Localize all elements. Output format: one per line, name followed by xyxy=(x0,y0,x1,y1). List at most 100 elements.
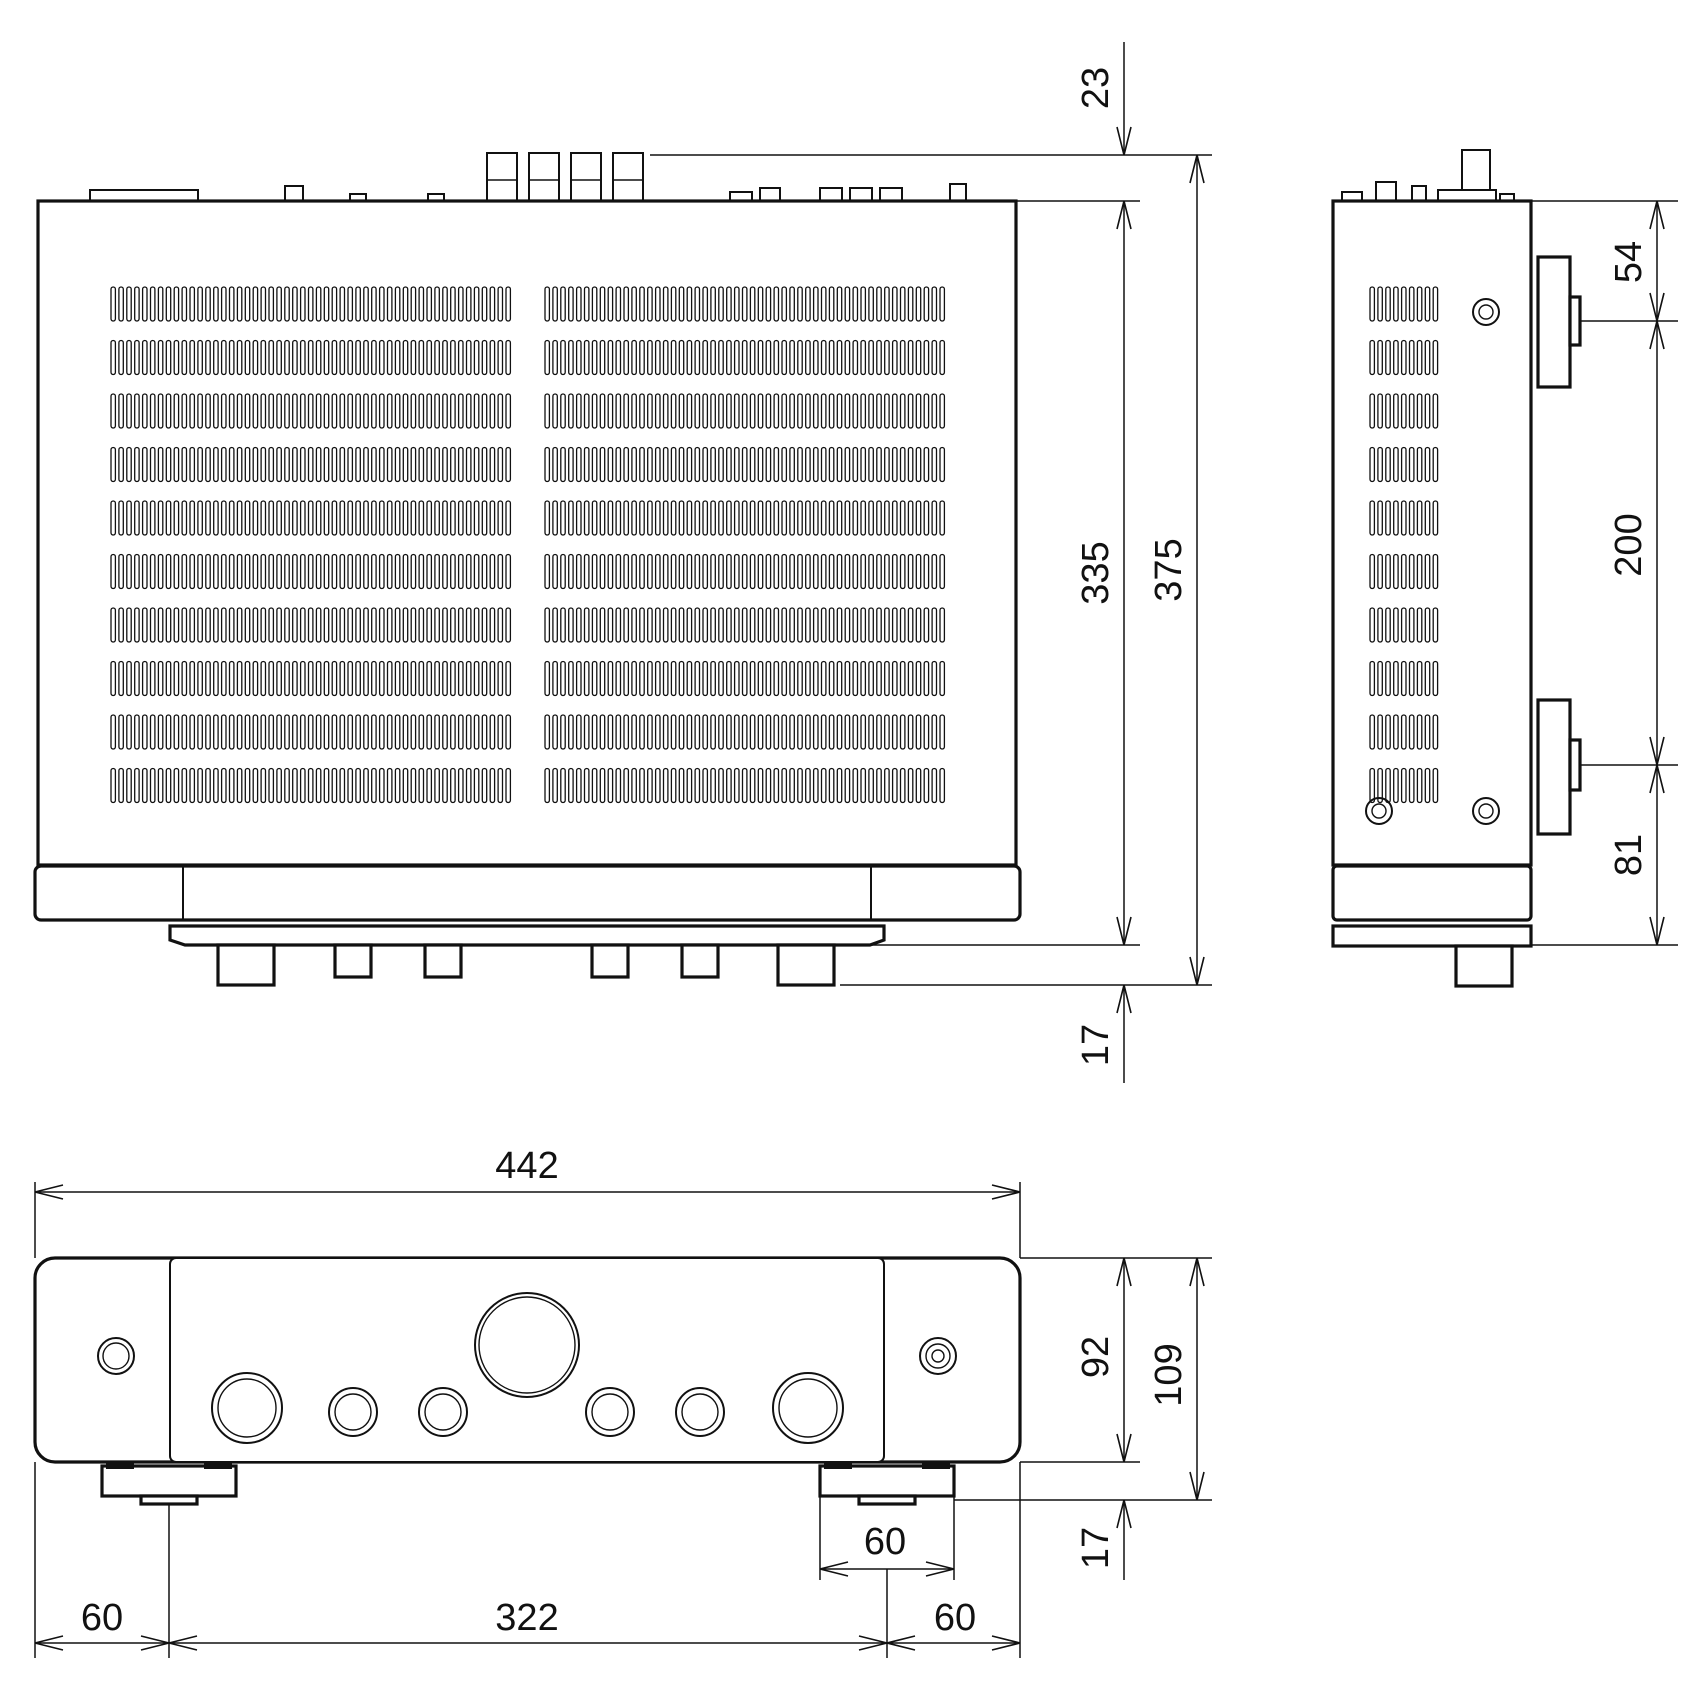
vent-slot xyxy=(134,714,140,750)
vent-slot xyxy=(868,393,874,429)
vent-slot xyxy=(347,339,354,376)
vent-slot xyxy=(718,393,724,429)
vent-slot xyxy=(331,339,338,376)
vent-slot xyxy=(923,553,930,590)
vent-slot xyxy=(118,607,124,643)
vent-slot xyxy=(868,339,874,376)
vent-slot xyxy=(1393,553,1399,590)
vent-slot xyxy=(157,286,164,322)
vent-slot xyxy=(647,607,653,643)
vent-slot xyxy=(568,767,574,804)
vent-slot xyxy=(773,767,780,804)
vent-slot xyxy=(654,339,661,376)
vent-slot xyxy=(797,767,803,804)
vent-slot xyxy=(134,286,140,322)
vent-slot xyxy=(670,286,677,322)
vent-slot xyxy=(252,767,259,804)
vent-slot xyxy=(623,714,630,750)
vent-slot xyxy=(599,553,606,590)
vent-slot xyxy=(678,660,685,697)
vent-slot xyxy=(426,714,433,750)
power-indicator xyxy=(97,1337,135,1375)
vent-slot xyxy=(710,767,716,804)
vent-slot xyxy=(749,393,756,429)
vent-slot xyxy=(907,607,914,643)
vent-slot xyxy=(891,393,898,429)
vent-slot xyxy=(868,553,874,590)
vent-slot xyxy=(284,393,290,429)
vent-slot xyxy=(284,339,290,376)
vent-slot xyxy=(591,286,598,322)
vent-slot xyxy=(299,339,306,376)
front-foot-left xyxy=(100,1461,238,1506)
vent-slot xyxy=(828,446,835,483)
vent-slot xyxy=(481,393,488,429)
vent-slot xyxy=(702,446,709,483)
vent-slot xyxy=(1400,660,1407,697)
vent-slot xyxy=(252,393,259,429)
vent-slot xyxy=(473,714,480,750)
side-screw-1 xyxy=(1472,298,1500,326)
vent-slot xyxy=(844,767,851,804)
vent-slot xyxy=(1385,553,1391,590)
vent-slot xyxy=(276,767,282,804)
vent-slot xyxy=(710,714,716,750)
vent-slot xyxy=(662,393,669,429)
vent-slot xyxy=(694,393,701,429)
vent-slot xyxy=(268,339,275,376)
vent-slot xyxy=(678,714,685,750)
vent-slot xyxy=(1400,714,1407,750)
vent-slot xyxy=(654,767,661,804)
vent-slot xyxy=(355,500,361,536)
vent-slot xyxy=(852,500,859,536)
vent-slot xyxy=(1385,286,1391,322)
vent-slot xyxy=(552,446,558,483)
dim-label-60-right: 60 xyxy=(934,1597,976,1639)
vent-slot xyxy=(323,339,330,376)
vent-slot xyxy=(465,446,472,483)
vent-slot xyxy=(181,660,188,697)
vent-slot xyxy=(244,446,251,483)
vent-slot xyxy=(749,500,756,536)
vent-slot xyxy=(205,607,211,643)
volume-knob xyxy=(772,1372,844,1444)
vent-slot xyxy=(339,553,346,590)
vent-slot xyxy=(418,767,425,804)
vent-slot xyxy=(702,607,709,643)
vent-slot xyxy=(757,553,764,590)
vent-slot xyxy=(583,446,590,483)
vent-slot xyxy=(583,500,590,536)
vent-slot xyxy=(118,767,124,804)
vent-slot xyxy=(718,660,724,697)
vent-slot xyxy=(1400,339,1407,376)
vent-slot xyxy=(718,500,724,536)
vent-slot xyxy=(662,660,669,697)
vent-slot xyxy=(386,500,393,536)
vent-slot xyxy=(157,767,164,804)
vent-slot xyxy=(623,393,630,429)
vent-slot xyxy=(157,553,164,590)
vent-slot xyxy=(552,286,558,322)
vent-slot xyxy=(1416,767,1423,804)
vent-slot xyxy=(583,553,590,590)
vent-slot xyxy=(189,446,196,483)
vent-slot xyxy=(647,767,653,804)
vent-slot xyxy=(575,714,582,750)
vent-slot xyxy=(599,500,606,536)
vent-slot xyxy=(678,339,685,376)
vent-slot xyxy=(852,714,859,750)
vent-slot xyxy=(457,339,464,376)
vent-slot xyxy=(884,500,890,536)
vent-slot xyxy=(939,714,946,750)
vent-slot xyxy=(1432,767,1439,804)
vent-slot xyxy=(1432,446,1439,483)
vent-slot xyxy=(1416,446,1423,483)
vent-slot xyxy=(323,660,330,697)
vent-slot xyxy=(213,767,219,804)
vent-slot xyxy=(489,714,496,750)
vent-slot xyxy=(726,714,732,750)
vent-slot xyxy=(552,767,558,804)
vent-slot xyxy=(568,286,574,322)
vent-slot xyxy=(434,393,440,429)
knob-top-5 xyxy=(680,943,720,979)
